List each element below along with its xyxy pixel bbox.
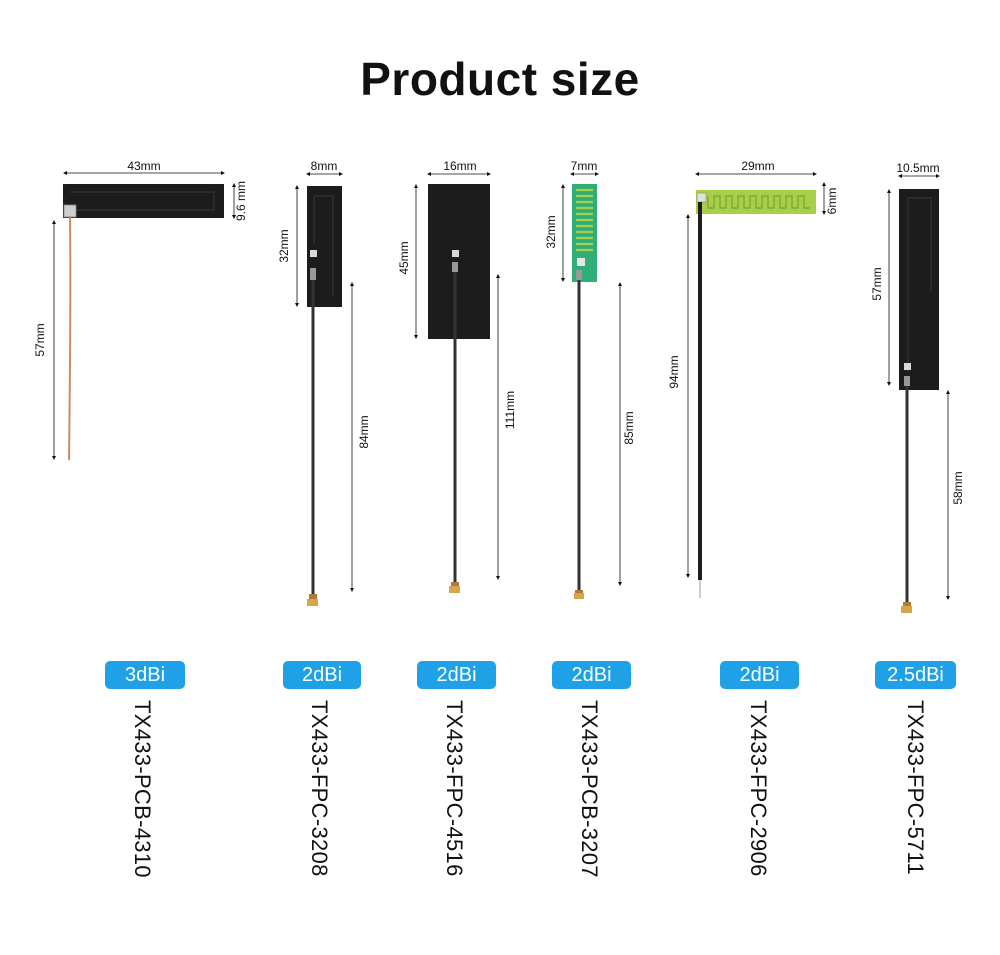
gain-badge: 2dBi: [720, 661, 799, 689]
antenna-fpc-2906: 29mm 6mm 94mm: [667, 159, 839, 598]
dim-cable: 58mm: [951, 471, 965, 504]
dim-height: 57mm: [870, 267, 884, 300]
antenna-pcb-4310: 43mm 9.6 mm 57mm: [33, 159, 248, 461]
model-name: TX433-PCB-4310: [130, 700, 155, 878]
antenna-cable: [68, 215, 72, 461]
gain-badge: 2dBi: [283, 661, 361, 689]
model-name: TX433-FPC-4516: [442, 700, 467, 877]
antenna-board: [63, 184, 224, 218]
ipex-connector: [574, 593, 584, 599]
dim-height: 45mm: [397, 241, 411, 274]
antenna-board: [899, 189, 939, 390]
dim-cable: 94mm: [667, 355, 681, 388]
dim-height: 6mm: [825, 188, 839, 215]
dim-width: 8mm: [311, 159, 338, 173]
connector-pad: [452, 250, 459, 257]
dim-width: 7mm: [571, 159, 598, 173]
dim-width: 29mm: [741, 159, 774, 173]
dim-cable: 57mm: [33, 323, 47, 356]
dim-width: 10.5mm: [896, 161, 939, 175]
model-name: TX433-FPC-3208: [307, 700, 332, 877]
antenna-fpc-4516: 16mm 45mm 111mm: [397, 159, 517, 593]
connector-pad: [904, 363, 911, 370]
gain-badge: 2.5dBi: [875, 661, 956, 689]
dim-height: 32mm: [544, 215, 558, 248]
dim-width: 16mm: [443, 159, 476, 173]
dim-width: 43mm: [127, 159, 160, 173]
ipex-connector: [901, 606, 912, 613]
antenna-fpc-5711: 10.5mm 57mm 58mm: [870, 161, 965, 613]
dim-height: 32mm: [277, 229, 291, 262]
model-name: TX433-FPC-5711: [903, 700, 928, 875]
dim-height: 9.6 mm: [234, 181, 248, 221]
antenna-pcb-3207: 7mm 32mm 85mm: [544, 159, 636, 599]
dim-cable: 85mm: [622, 411, 636, 444]
dim-cable: 84mm: [357, 415, 371, 448]
connector-pad: [310, 250, 317, 257]
gain-badge: 2dBi: [417, 661, 496, 689]
gain-badge: 2dBi: [552, 661, 631, 689]
connector-pad: [696, 192, 707, 203]
antenna-board: [428, 184, 490, 339]
model-name: TX433-FPC-2906: [746, 700, 771, 877]
page-title: Product size: [360, 53, 640, 105]
ipex-connector: [449, 586, 460, 593]
model-name: TX433-PCB-3207: [577, 700, 602, 878]
connector-pad: [577, 258, 585, 266]
ipex-connector: [307, 599, 318, 606]
antenna-fpc-3208: 8mm 32mm 84mm: [277, 159, 371, 606]
gain-badge: 3dBi: [105, 661, 185, 689]
connector-pad: [63, 204, 77, 218]
dim-cable: 111mm: [503, 391, 517, 429]
